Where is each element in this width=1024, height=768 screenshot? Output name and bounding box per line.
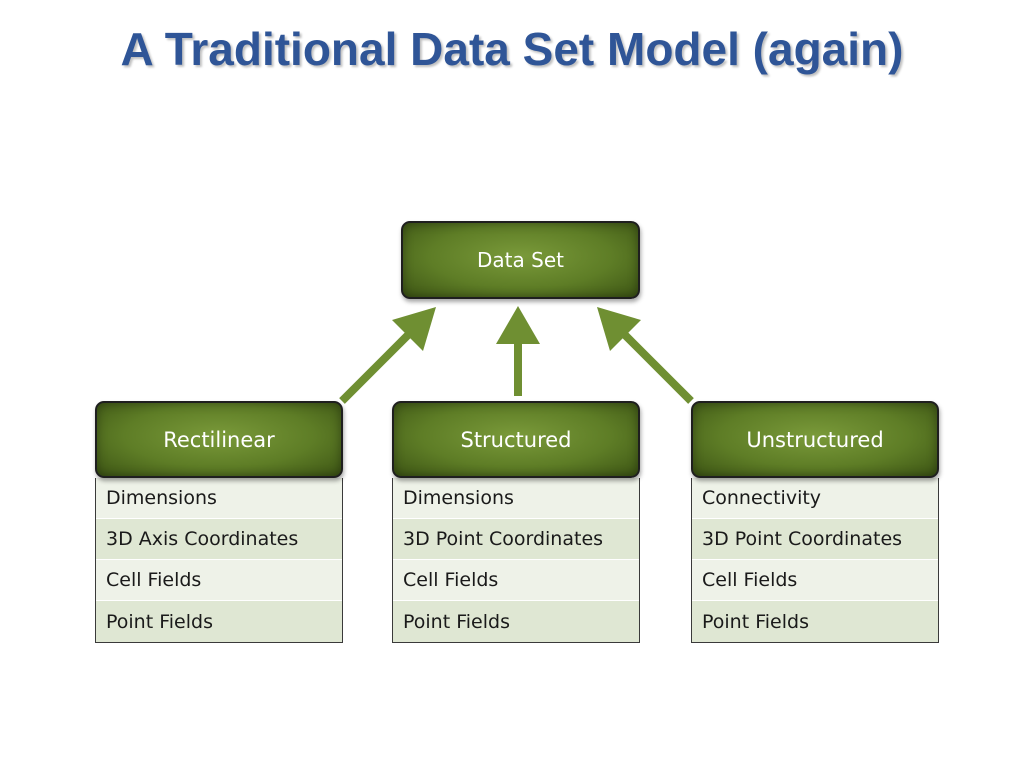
table-row: Cell Fields	[393, 560, 639, 601]
rectilinear-label: Rectilinear	[163, 427, 275, 452]
arrow-unstructured-to-dataset	[617, 327, 694, 404]
table-row: Connectivity	[692, 478, 938, 519]
structured-fields-table: Dimensions 3D Point Coordinates Cell Fie…	[392, 478, 640, 643]
table-row: Point Fields	[96, 601, 342, 642]
data-set-label: Data Set	[477, 248, 564, 272]
slide-title: A Traditional Data Set Model (again)	[120, 23, 904, 75]
rectilinear-fields-table: Dimensions 3D Axis Coordinates Cell Fiel…	[95, 478, 343, 643]
data-set-node: Data Set	[401, 221, 640, 299]
table-row: 3D Point Coordinates	[692, 519, 938, 560]
rectilinear-node: Rectilinear	[95, 401, 343, 478]
arrow-head-rectilinear	[392, 307, 436, 351]
structured-label: Structured	[460, 427, 572, 452]
table-row: Point Fields	[393, 601, 639, 642]
table-row: Dimensions	[393, 478, 639, 519]
structured-node: Structured	[392, 401, 640, 478]
unstructured-fields-table: Connectivity 3D Point Coordinates Cell F…	[691, 478, 939, 643]
arrow-rectilinear-to-dataset	[339, 327, 416, 404]
unstructured-node: Unstructured	[691, 401, 939, 478]
table-row: Point Fields	[692, 601, 938, 642]
arrow-head-structured	[496, 306, 540, 344]
table-row: Cell Fields	[96, 560, 342, 601]
table-row: 3D Axis Coordinates	[96, 519, 342, 560]
table-row: Dimensions	[96, 478, 342, 519]
table-row: 3D Point Coordinates	[393, 519, 639, 560]
arrow-head-unstructured	[597, 307, 641, 351]
unstructured-label: Unstructured	[746, 427, 884, 452]
table-row: Cell Fields	[692, 560, 938, 601]
